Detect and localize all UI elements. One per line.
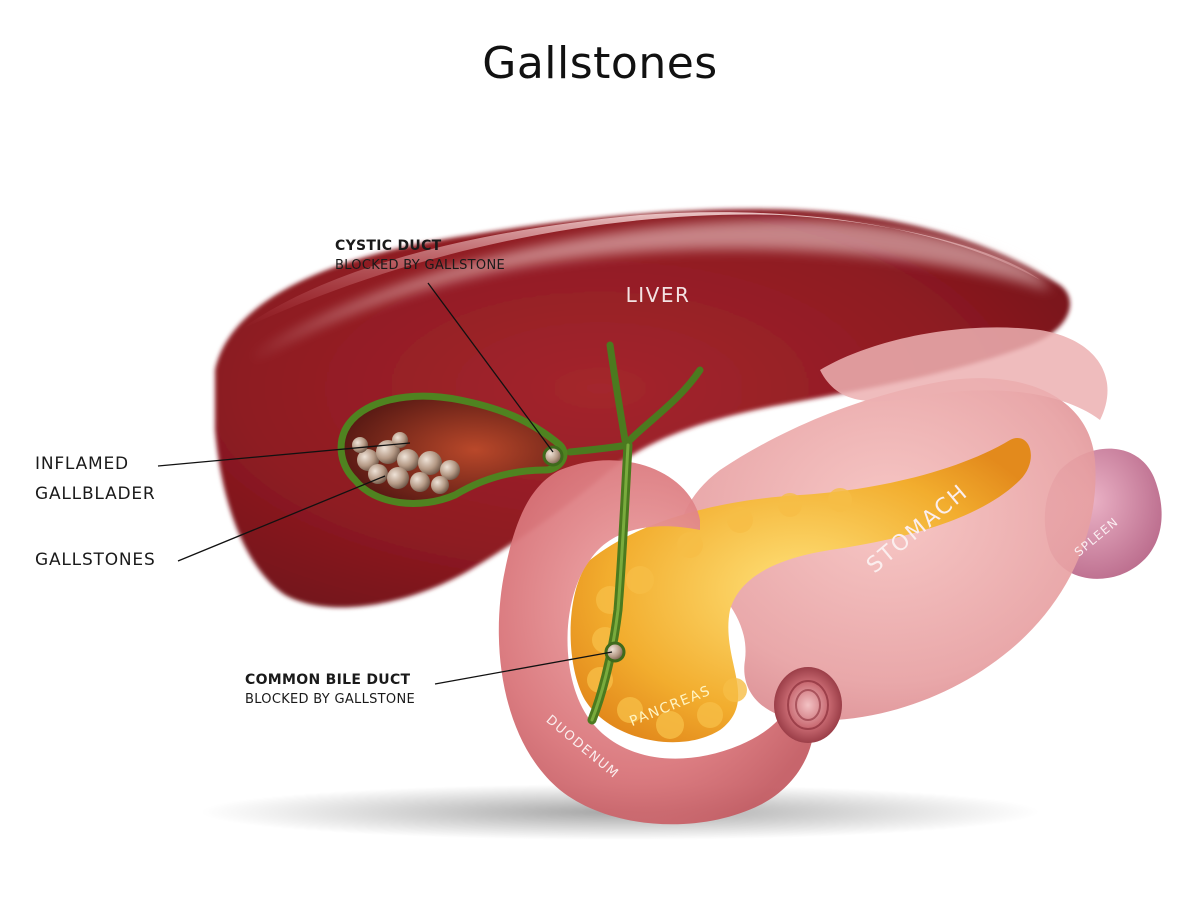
inflamed-gallbladder-callout: INFLAMED GALLBLADER xyxy=(35,449,156,509)
gallstones-label: GALLSTONES xyxy=(35,550,156,570)
cystic-duct-callout: CYSTIC DUCT BLOCKED BY GALLSTONE xyxy=(335,238,505,273)
liver xyxy=(215,209,1070,608)
cystic-duct-note: BLOCKED BY GALLSTONE xyxy=(335,258,505,273)
bile-ducts xyxy=(566,341,704,725)
leader-common-bile-duct xyxy=(434,651,613,685)
liver-label: LIVER xyxy=(626,283,691,307)
leader-cystic-duct xyxy=(427,282,554,453)
leader-gallstones xyxy=(177,475,386,562)
cystic-duct-stone xyxy=(542,445,564,467)
common-bile-duct-callout: COMMON BILE DUCT BLOCKED BY GALLSTONE xyxy=(245,672,415,707)
leader-lines xyxy=(157,282,613,685)
common-bile-duct-label: COMMON BILE DUCT xyxy=(245,672,411,688)
common-bile-duct-note: BLOCKED BY GALLSTONE xyxy=(245,692,415,707)
duodenum xyxy=(498,460,815,825)
gallstones-callout: GALLSTONES xyxy=(35,545,156,575)
inflamed-gallbladder-line2: GALLBLADER xyxy=(35,484,156,504)
common-bile-duct-stone xyxy=(604,641,626,663)
leader-inflamed-gallbladder xyxy=(157,442,411,467)
inflamed-gallbladder-line1: INFLAMED xyxy=(35,454,129,474)
cystic-duct-label: CYSTIC DUCT xyxy=(335,238,442,254)
page-title: Gallstones xyxy=(482,38,718,89)
pylorus xyxy=(774,667,842,743)
